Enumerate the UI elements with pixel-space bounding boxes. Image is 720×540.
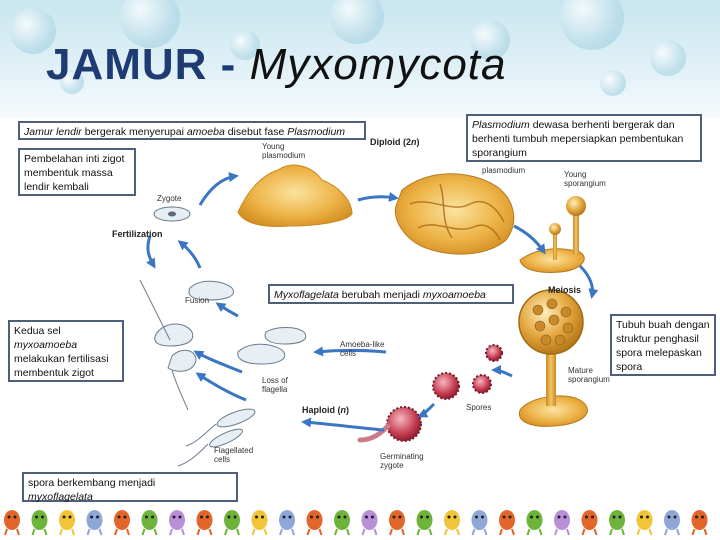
- creature-icon: [31, 510, 48, 536]
- creature-icon: [169, 510, 185, 536]
- flagellated-cells-label: Flagellated cells: [214, 446, 254, 464]
- creature-icon: [471, 510, 488, 536]
- creature-icon: [444, 510, 460, 536]
- creature-icon: [59, 510, 75, 536]
- amoeba-like-label: Amoeba-like cells: [340, 340, 385, 358]
- germinating-zygote-label: Germinating zygote: [380, 452, 424, 470]
- creature-icon: [306, 510, 323, 536]
- spora-box: spora berkembang menjadi myxoflagelata: [22, 472, 238, 503]
- amoeba-like-cells-illustration: [237, 327, 307, 365]
- young-plasmodium-label: Young plasmodium: [262, 142, 306, 160]
- creature-icon: [691, 510, 708, 536]
- header-background: [0, 0, 720, 118]
- decor-bubble: [120, 0, 180, 48]
- spores-illustration: [432, 344, 503, 400]
- fusion-cells-illustration: [139, 279, 234, 411]
- creature-icon: [664, 510, 680, 536]
- flagellated-cells-illustration: [177, 408, 256, 467]
- pembelahan-box: Pembelahan inti zigot membentuk massa le…: [18, 148, 136, 196]
- decor-bubble: [560, 0, 624, 50]
- diploid-label: Diploid (2n): [370, 137, 420, 147]
- creature-icon: [554, 510, 570, 536]
- zygote-label: Zygote: [157, 194, 182, 203]
- decor-bubble: [470, 20, 510, 60]
- myxoflagelata-box: Myxoflagelata berubah menjadi myxoamoeba: [268, 284, 514, 304]
- decor-bubble: [650, 40, 686, 76]
- plasmodium-phase-box: Jamur lendir bergerak menyerupai amoeba …: [18, 121, 366, 140]
- creature-icon: [416, 510, 433, 536]
- creature-icon: [334, 510, 350, 536]
- creature-icon: [86, 510, 103, 536]
- creature-icon: [389, 510, 405, 536]
- creature-icon: [581, 510, 598, 536]
- tubuh-buah-box: Tubuh buah dengan struktur penghasil spo…: [610, 314, 716, 376]
- creature-icon: [224, 510, 240, 536]
- decor-bubble: [330, 0, 384, 44]
- fusion-label: Fusion: [185, 296, 210, 305]
- germinating-zygote-illustration: [357, 406, 422, 443]
- creature-icon: [196, 510, 213, 536]
- fertilization-label: Fertilization: [112, 229, 163, 239]
- plasmodium-veins: [409, 183, 505, 241]
- plasmodium-dewasa-box: Plasmodium dewasa berhenti bergerak dan …: [466, 114, 702, 162]
- footer-decoration: [4, 510, 708, 536]
- creature-icon: [636, 510, 653, 536]
- creature-icon: [141, 510, 158, 536]
- creature-icon: [526, 510, 543, 536]
- zygote-nucleus: [168, 211, 176, 217]
- meiosis-label: Meiosis: [548, 285, 582, 295]
- haploid-label: Haploid (n): [302, 405, 349, 415]
- creature-icon: [251, 510, 268, 536]
- decor-bubble: [230, 30, 260, 60]
- plasmodium-label: plasmodium: [482, 166, 526, 175]
- kedua-sel-box: Kedua sel myxoamoeba melakukan fertilisa…: [8, 320, 124, 382]
- decor-bubble: [10, 8, 56, 54]
- creature-icon: [361, 510, 378, 536]
- young-sporangium-label: Young sporangium: [564, 170, 606, 188]
- spores-label: Spores: [466, 403, 492, 412]
- creature-icon: [4, 510, 20, 536]
- creature-icon: [499, 510, 515, 536]
- decor-bubble: [600, 70, 626, 96]
- mature-sporangium-illustration: [518, 289, 588, 427]
- cycle-arrows: [146, 172, 599, 432]
- loss-of-flagella-label: Loss of flagella: [262, 376, 288, 394]
- mature-sporangium-label: Mature sporangium: [568, 366, 610, 384]
- young-sporangium-illustration: [519, 196, 586, 273]
- creature-icon: [609, 510, 625, 536]
- plasmodium-network-illustration: [394, 173, 515, 255]
- page-title: JAMUR - Myxomycota: [46, 40, 507, 89]
- decor-bubble: [60, 70, 84, 94]
- young-plasmodium-illustration: [237, 164, 353, 227]
- creature-icon: [279, 510, 295, 536]
- creature-icon: [114, 510, 130, 536]
